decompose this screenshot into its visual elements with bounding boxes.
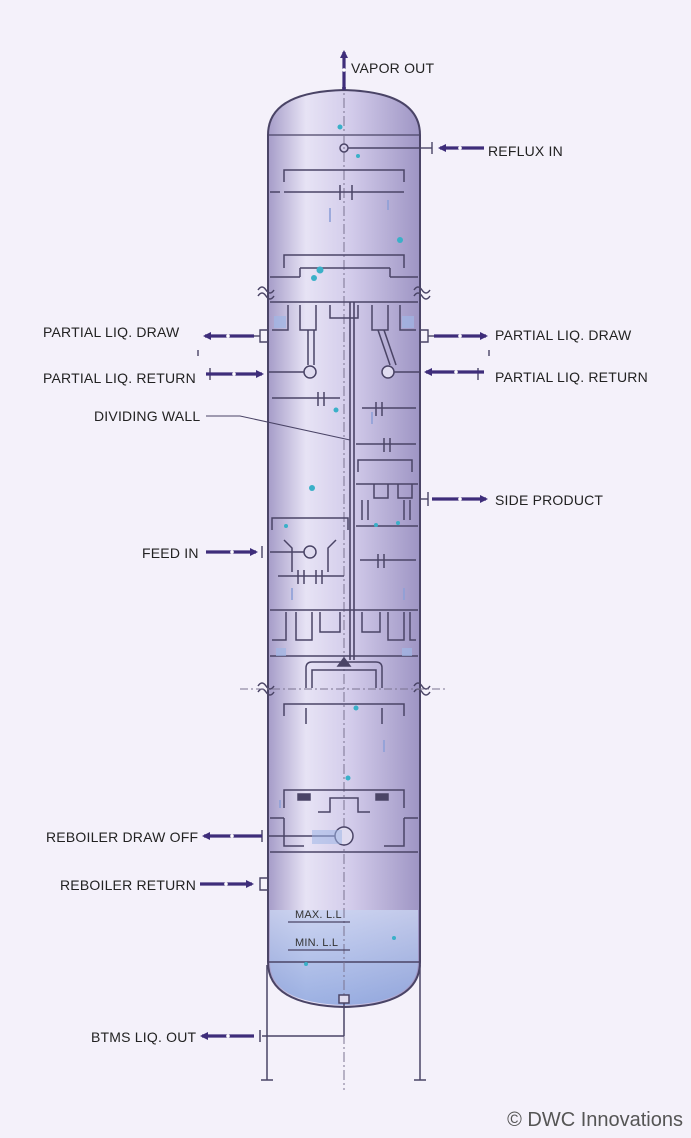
copyright-text: © DWC Innovations: [507, 1109, 683, 1131]
dividing-wall-label: DIVIDING WALL: [94, 408, 201, 424]
dividing-wall: [349, 302, 355, 660]
bottom-outlet: [259, 994, 350, 1042]
mid-trays: [272, 392, 418, 527]
level-lines: [288, 921, 350, 951]
arrow-dots: [224, 68, 462, 1038]
feed-section: [270, 517, 416, 584]
lower-collector: [270, 609, 418, 688]
droplets: [284, 124, 403, 966]
side-product-label: SIDE PRODUCT: [495, 492, 604, 508]
liq-return-distributors: [268, 365, 420, 379]
bottom-trays: [268, 703, 418, 853]
feed-in-label: FEED IN: [142, 545, 199, 561]
top-trays: [270, 143, 420, 278]
droplet-streaks: [279, 200, 405, 808]
max-level-label: MAX. L.L: [295, 909, 342, 921]
partial-liq-return-right-label: PARTIAL LIQ. RETURN: [495, 369, 648, 385]
partial-liq-return-left-label: PARTIAL LIQ. RETURN: [43, 370, 196, 386]
section-breaks: [240, 286, 448, 696]
support-legs: [261, 965, 426, 1081]
draw-collector-trays: [270, 301, 418, 366]
btms-liq-out-label: BTMS LIQ. OUT: [91, 1029, 197, 1045]
min-level-label: MIN. L.L: [295, 937, 339, 949]
reboiler-draw-off-label: REBOILER DRAW OFF: [46, 829, 199, 845]
partial-liq-draw-right-label: PARTIAL LIQ. DRAW: [495, 327, 632, 343]
vapor-out-label: VAPOR OUT: [351, 60, 435, 76]
reboiler-return-label: REBOILER RETURN: [60, 877, 197, 893]
partial-liq-draw-left-label: PARTIAL LIQ. DRAW: [43, 324, 180, 340]
dividing-wall-leader: [206, 415, 351, 441]
reflux-in-label: REFLUX IN: [488, 143, 563, 159]
